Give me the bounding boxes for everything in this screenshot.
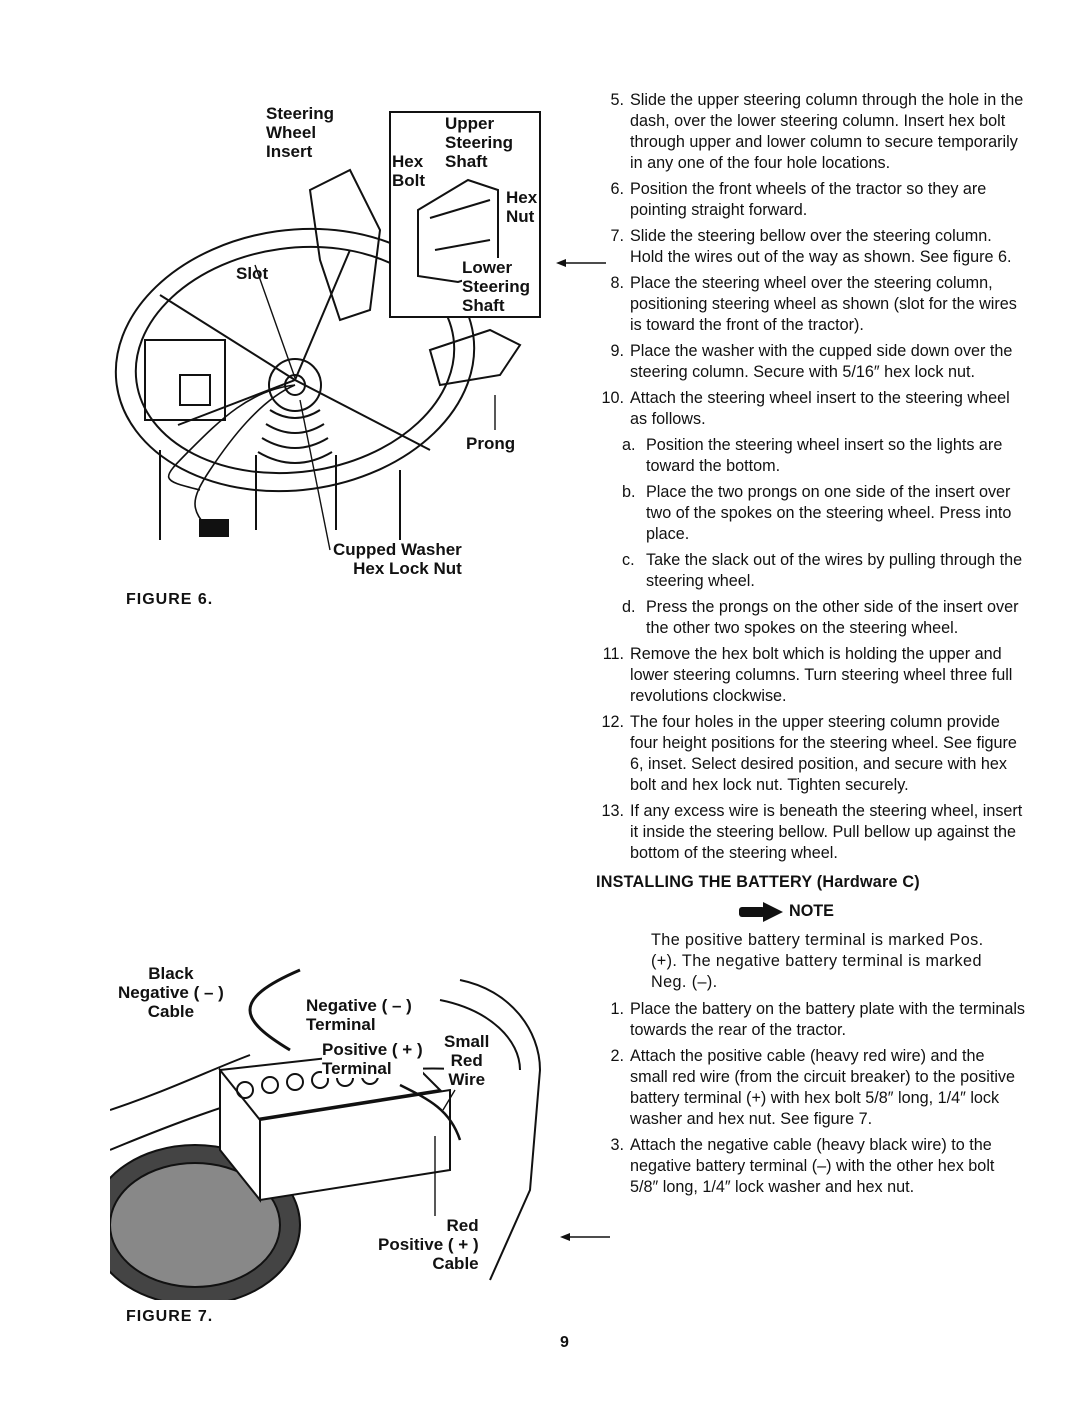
step-number: 11.	[602, 645, 624, 663]
label-hex-bolt: Hex Bolt	[392, 152, 426, 190]
substep-item: b. Place the two prongs on one side of th…	[622, 482, 1026, 545]
step-item: 7. Slide the steering bellow over the ste…	[596, 226, 1026, 268]
label-black-negative-cable: Black Negative ( – ) Cable	[118, 964, 224, 1021]
step-number: 2.	[610, 1047, 624, 1065]
step-number: 10.	[601, 389, 624, 407]
note-text: The positive battery terminal is marked …	[651, 931, 984, 991]
label-hex-nut: Hex Nut	[506, 188, 538, 226]
label-negative-terminal: Negative ( – ) Terminal	[306, 996, 412, 1034]
arrow-right-icon	[739, 901, 783, 922]
step-item: 6. Position the front wheels of the tract…	[596, 179, 1026, 221]
label-cupped-washer: Cupped Washer Hex Lock Nut	[333, 540, 462, 578]
step-number: 3.	[610, 1136, 624, 1154]
margin-arrow-icon	[560, 1233, 610, 1241]
step-item: 9. Place the washer with the cupped side …	[596, 341, 1026, 383]
figure-7: Black Negative ( – ) Cable Negative ( – …	[110, 960, 560, 1300]
step-text: Slide the upper steering column through …	[630, 91, 1024, 172]
step-text: Place the washer with the cupped side do…	[630, 342, 1013, 381]
step-item: 1. Place the battery on the battery plate…	[596, 999, 1026, 1041]
section-heading: INSTALLING THE BATTERY (Hardware C)	[596, 873, 920, 891]
figure-7-illustration	[110, 968, 542, 1300]
label-small-red-wire: Small Red Wire	[444, 1032, 490, 1089]
substep-letter: a.	[622, 436, 636, 454]
note-label: NOTE	[739, 901, 1026, 922]
margin-arrow-icon	[556, 259, 606, 267]
substep-item: a. Position the steering wheel insert so …	[622, 435, 1026, 477]
step-text: Remove the hex bolt which is holding the…	[630, 645, 1013, 705]
substep-text: Place the two prongs on one side of the …	[646, 483, 1012, 543]
step-item: 10. Attach the steering wheel insert to t…	[596, 388, 1026, 430]
step-item: 11. Remove the hex bolt which is holding …	[596, 644, 1026, 707]
step-text: Attach the steering wheel insert to the …	[630, 389, 1010, 428]
substep-item: c. Take the slack out of the wires by pul…	[622, 550, 1026, 592]
step-text: If any excess wire is beneath the steeri…	[630, 802, 1023, 862]
step-item: 13. If any excess wire is beneath the ste…	[596, 801, 1026, 864]
label-steering-wheel-insert: Steering Wheel Insert	[266, 104, 335, 161]
substep-item: d. Press the prongs on the other side of …	[622, 597, 1026, 639]
step-item: 5. Slide the upper steering column throug…	[596, 90, 1026, 174]
step-number: 5.	[610, 91, 624, 109]
substep-letter: d.	[622, 598, 636, 616]
step-number: 13.	[601, 802, 624, 820]
label-red-positive-cable: Red Positive ( + ) Cable	[378, 1216, 479, 1273]
label-positive-terminal: Positive ( + ) Terminal	[322, 1040, 423, 1078]
step-text: Place the battery on the battery plate w…	[630, 1000, 1026, 1039]
step-number: 6.	[610, 180, 624, 198]
step-number: 1.	[610, 1000, 624, 1018]
figure-7-caption: FIGURE 7.	[126, 1308, 214, 1325]
substep-letter: c.	[622, 551, 635, 569]
instructions-column: 5. Slide the upper steering column throug…	[596, 90, 1026, 1203]
step-number: 9.	[610, 342, 624, 360]
step-number: 12.	[601, 713, 624, 731]
step-text: Place the steering wheel over the steeri…	[630, 274, 1017, 334]
substep-text: Press the prongs on the other side of th…	[646, 598, 1019, 637]
step-item: 3. Attach the negative cable (heavy black…	[596, 1135, 1026, 1198]
substep-text: Take the slack out of the wires by pulli…	[646, 551, 1023, 590]
step-item: 12. The four holes in the upper steering …	[596, 712, 1026, 796]
figure-6-caption: FIGURE 6.	[126, 591, 214, 608]
step-text: Slide the steering bellow over the steer…	[630, 227, 1012, 266]
step-text: Attach the negative cable (heavy black w…	[630, 1136, 995, 1196]
label-lower-steering-shaft: Lower Steering Shaft	[462, 258, 531, 315]
page-number: 9	[560, 1334, 569, 1351]
substep-letter: b.	[622, 483, 636, 501]
substep-text: Position the steering wheel insert so th…	[646, 436, 1003, 475]
step-item: 8. Place the steering wheel over the stee…	[596, 273, 1026, 336]
figure-6: Steering Wheel Insert Upper Steering Sha…	[100, 90, 560, 578]
step-number: 7.	[610, 227, 624, 245]
step-text: The four holes in the upper steering col…	[630, 713, 1017, 794]
step-text: Position the front wheels of the tractor…	[630, 180, 987, 219]
label-prong: Prong	[466, 434, 516, 453]
label-slot: Slot	[236, 264, 269, 283]
step-item: 2. Attach the positive cable (heavy red w…	[596, 1046, 1026, 1130]
note-label-text: NOTE	[789, 902, 834, 920]
step-number: 8.	[610, 274, 624, 292]
label-upper-steering-shaft: Upper Steering Shaft	[445, 114, 514, 171]
step-text: Attach the positive cable (heavy red wir…	[630, 1047, 1016, 1128]
